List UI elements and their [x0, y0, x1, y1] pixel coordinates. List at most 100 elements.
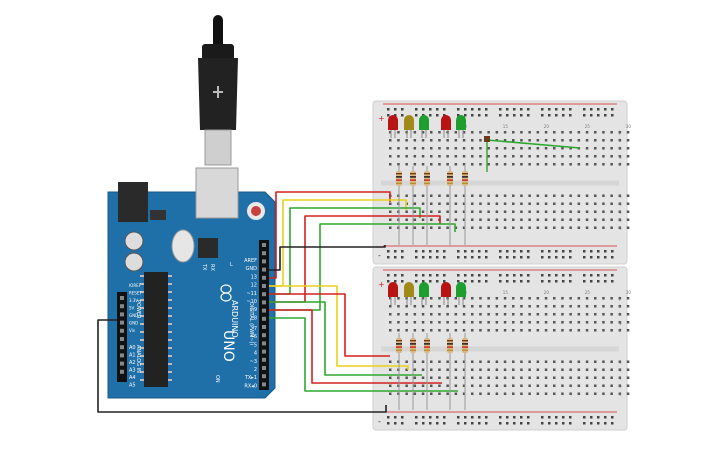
bb-top-rail-minus: - — [378, 251, 381, 260]
bb-top-hole — [553, 226, 556, 229]
resistor-bottom-3-band — [424, 343, 430, 345]
header-pin-hole — [120, 320, 124, 325]
bb-bottom-rail-hole — [590, 422, 593, 425]
bb-top-hole — [536, 194, 540, 197]
bb-bottom-hole — [471, 392, 474, 395]
bb-top-hole — [430, 131, 433, 134]
resistor-bottom-1-band — [396, 346, 402, 348]
bb-top-hole — [471, 194, 474, 197]
arduino-uno-board: ARDUINO UNO DIGITAL (PWM~) POWER ANALOG … — [107, 167, 276, 399]
bb-top-hole — [438, 226, 441, 229]
resistor-top-3-band — [424, 179, 430, 181]
led-top-5-base — [456, 127, 466, 130]
bb-bottom-hole — [569, 368, 572, 371]
bb-bottom-hole — [618, 368, 622, 371]
bb-bottom-hole — [553, 297, 556, 300]
bb-top-rail-hole — [611, 256, 614, 259]
bb-top-hole — [397, 147, 400, 150]
bb-bottom-hole — [561, 392, 564, 395]
bb-top-rail-hole — [422, 256, 425, 259]
bb-bottom-hole — [602, 360, 605, 363]
bb-bottom-hole — [389, 329, 392, 332]
bb-bottom-hole — [430, 384, 433, 387]
bb-top-hole — [430, 202, 433, 205]
bb-bottom-hole — [602, 297, 605, 300]
bb-top-hole — [405, 218, 408, 221]
bb-top-rail-hole — [471, 108, 474, 111]
bb-top-hole — [602, 202, 605, 205]
bb-top-hole — [503, 194, 507, 197]
digital-pin-label: ~9 — [250, 307, 257, 313]
bb-bottom-hole — [569, 313, 572, 316]
bb-bottom-hole — [577, 392, 581, 395]
bb-bottom-hole — [520, 384, 523, 387]
bb-bottom-hole — [430, 305, 433, 308]
bb-top-hole — [544, 226, 548, 229]
bb-bottom-hole — [438, 321, 441, 324]
bb-bottom-rail-hole — [541, 274, 544, 277]
bb-top-hole — [528, 139, 531, 142]
bb-top-hole — [438, 155, 441, 158]
bb-bottom-hole — [561, 305, 564, 308]
bb-top-rail-hole — [548, 108, 551, 111]
chip-pin — [168, 347, 172, 349]
bb-top-hole — [544, 202, 548, 205]
bb-top-hole — [544, 147, 548, 150]
bb-bottom-rail-hole — [597, 422, 600, 425]
bb-bottom-hole — [413, 368, 417, 371]
bb-bottom-hole — [446, 368, 449, 371]
bb-top-hole — [454, 163, 458, 166]
digital-pin-label: ~3 — [250, 359, 257, 365]
bb-bottom-hole — [438, 384, 441, 387]
bb-top-rail-hole — [443, 256, 446, 259]
bb-top-hole — [479, 147, 482, 150]
bb-bottom-hole — [528, 329, 531, 332]
bb-bottom-rail-hole — [485, 274, 488, 277]
bb-bottom-hole — [471, 360, 474, 363]
resistor-bottom-5-band — [462, 340, 468, 342]
bb-top-rail-hole — [569, 108, 572, 111]
bb-bottom-hole — [544, 329, 548, 332]
bb-top-rail-hole — [429, 108, 432, 111]
bb-top-hole — [594, 147, 597, 150]
bb-top-row-letter: b — [619, 218, 622, 223]
header-pin-hole — [120, 353, 124, 358]
chip-pin — [140, 307, 144, 309]
bb-bottom-hole — [487, 297, 490, 300]
bb-bottom-hole — [594, 305, 597, 308]
chip-pin — [168, 323, 172, 325]
bb-bottom-hole — [421, 384, 425, 387]
bb-bottom-hole — [544, 297, 548, 300]
bb-bottom-hole — [389, 305, 392, 308]
header-pin-hole — [262, 251, 266, 256]
bb-top-hole — [626, 131, 630, 134]
bb-top-hole — [413, 155, 417, 158]
bb-bottom-hole — [618, 313, 622, 316]
bb-bottom-hole — [438, 297, 441, 300]
bb-top-hole — [618, 210, 622, 213]
bb-bottom-rail-hole — [555, 280, 558, 283]
chip-pin — [140, 283, 144, 285]
bb-bottom-hole — [561, 329, 564, 332]
bb-top-hole — [471, 147, 474, 150]
bb-top-hole — [454, 194, 458, 197]
bb-top-rail-hole — [604, 114, 607, 117]
bb-bottom-rail-hole — [401, 274, 404, 277]
bb-top-hole — [397, 131, 400, 134]
bb-bottom-rail-hole — [436, 416, 439, 419]
bb-bottom-hole — [512, 384, 515, 387]
bb-bottom-rail-hole — [513, 422, 516, 425]
bb-top-hole — [430, 210, 433, 213]
bb-top-hole — [487, 202, 490, 205]
wire-red-bottom-1 — [269, 293, 390, 357]
bb-bottom-hole — [544, 384, 548, 387]
bb-bottom-hole — [512, 297, 515, 300]
bb-bottom-hole — [503, 329, 507, 332]
bb-bottom-hole — [602, 305, 605, 308]
bb-bottom-hole — [454, 384, 458, 387]
bb-bottom-rail-hole — [548, 416, 551, 419]
bb-top-hole — [487, 226, 490, 229]
bb-bottom-hole — [405, 321, 408, 324]
bb-bottom-hole — [553, 376, 556, 379]
bb-bottom-hole — [512, 360, 515, 363]
